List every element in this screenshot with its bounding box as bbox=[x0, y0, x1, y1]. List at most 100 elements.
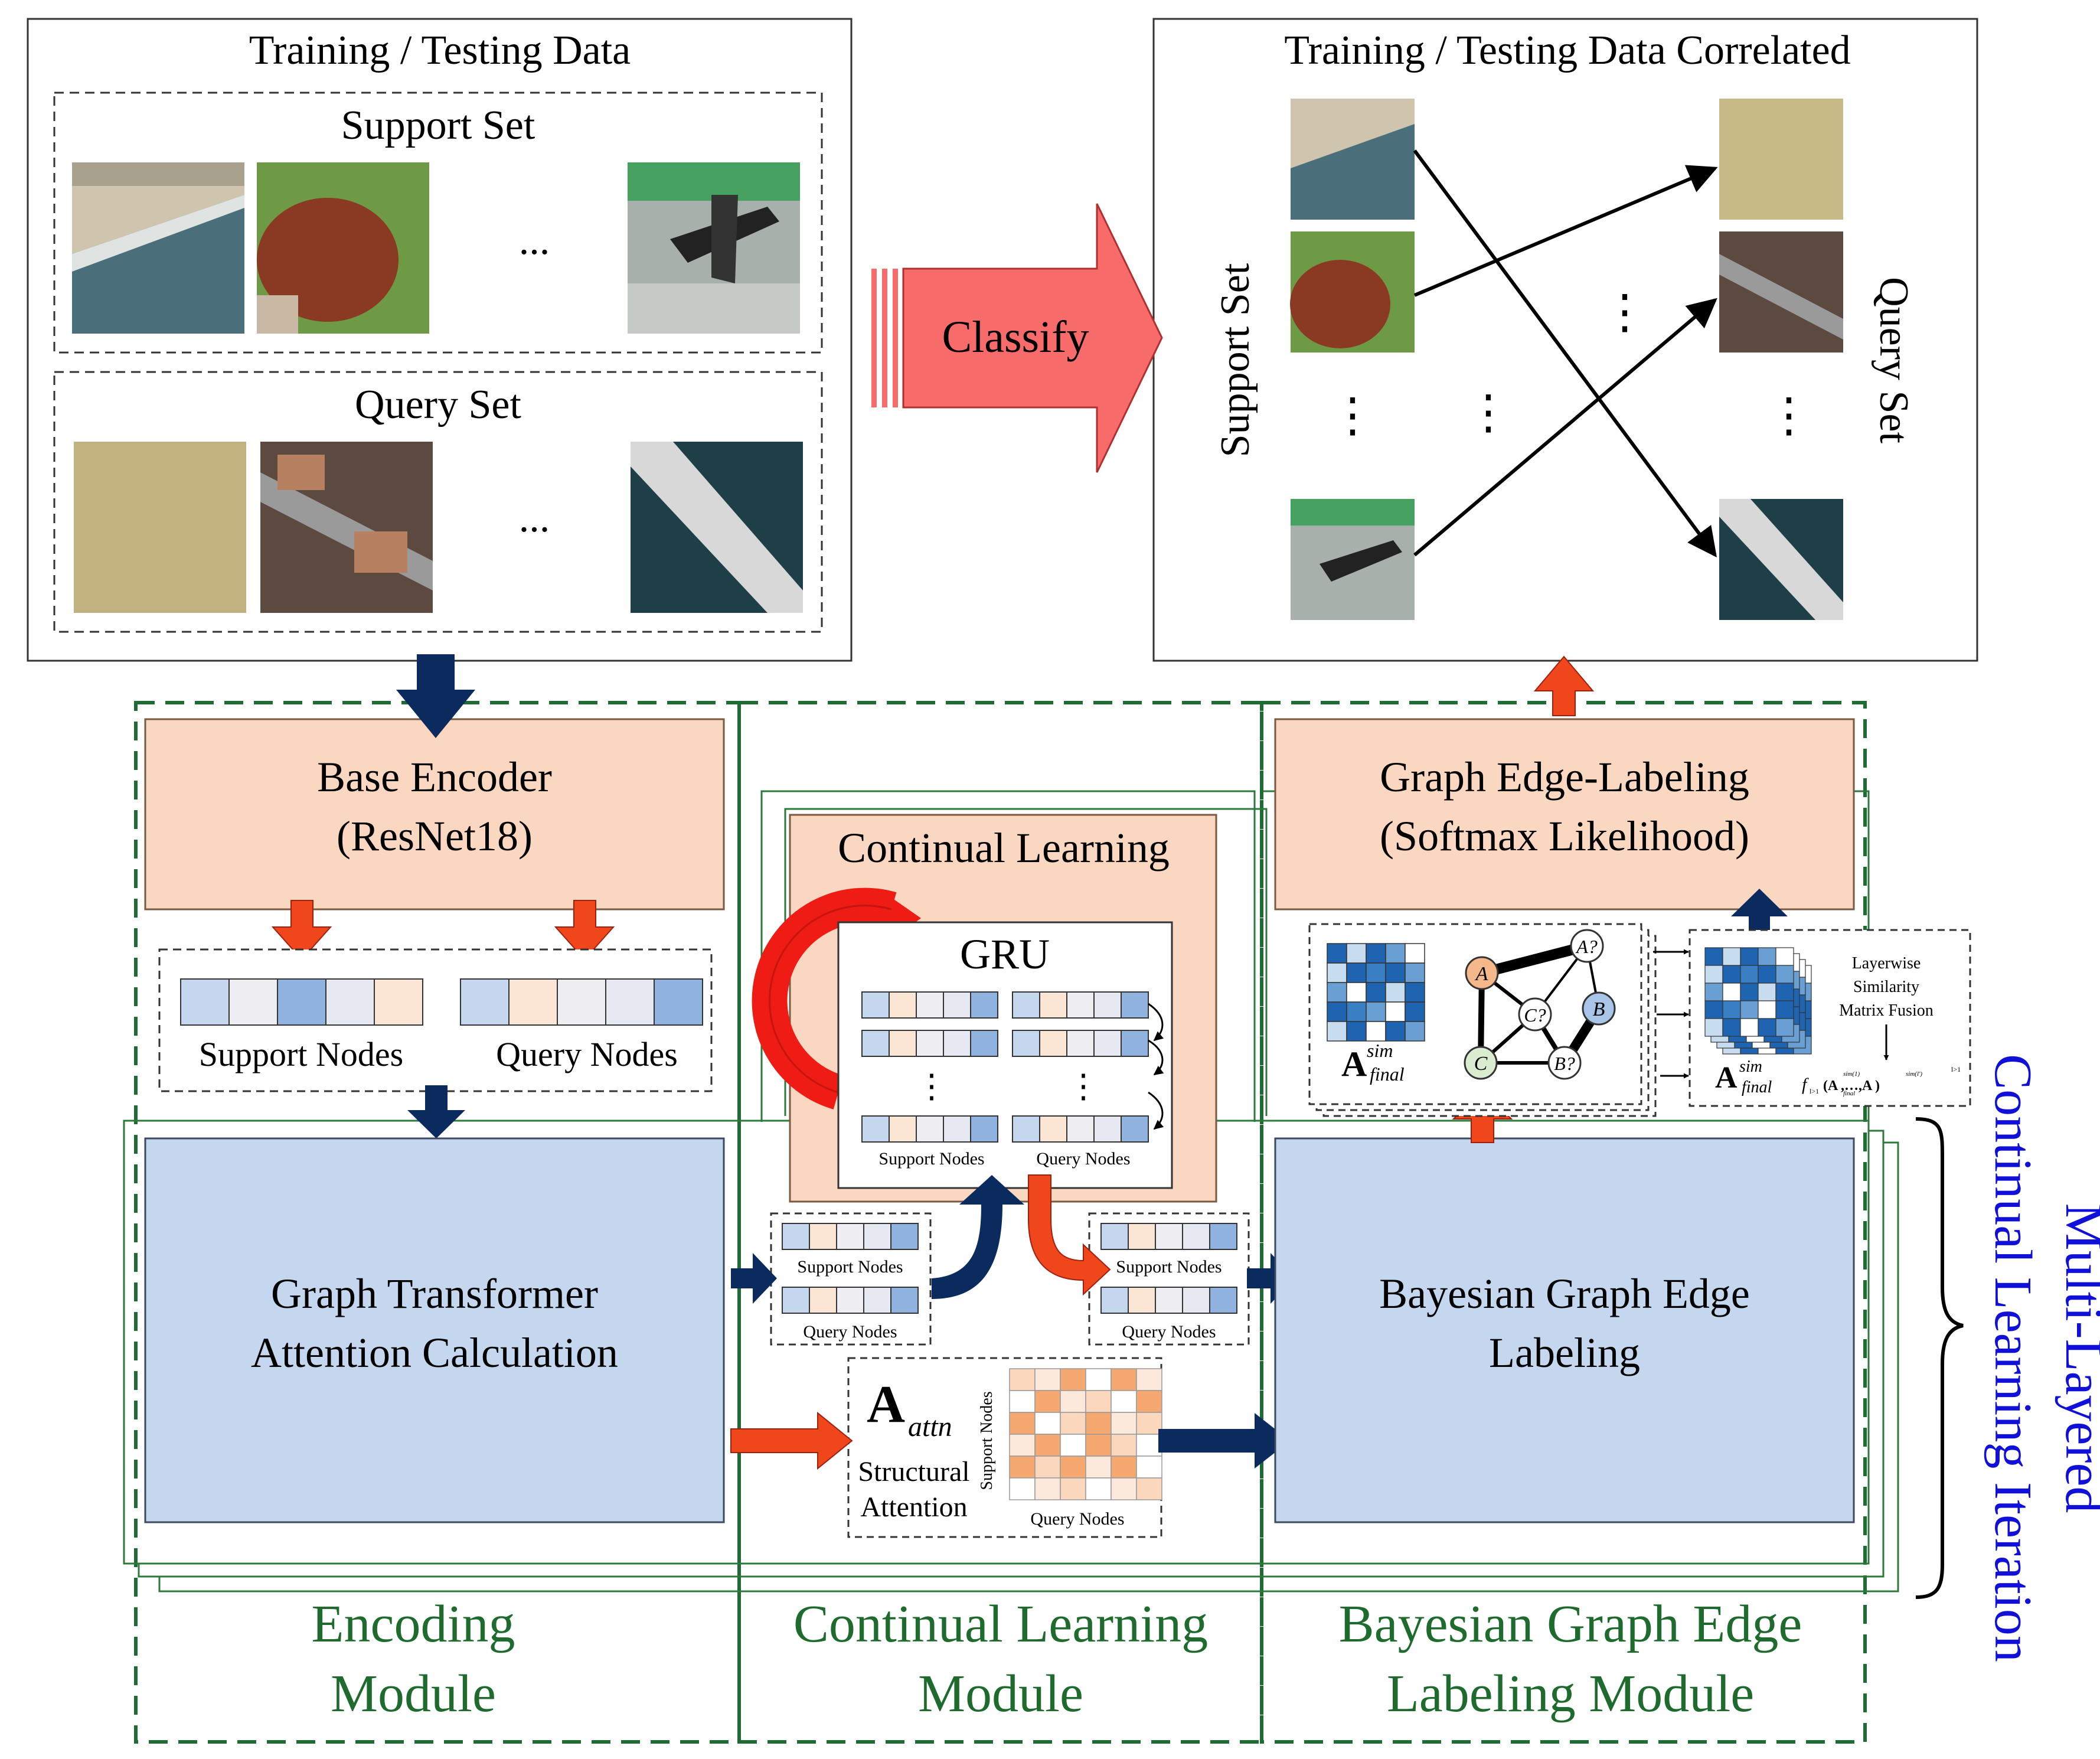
cl-right-support-label: Support Nodes bbox=[1116, 1257, 1222, 1277]
gru-support-cell bbox=[861, 991, 890, 1019]
gru-query-cell bbox=[1039, 991, 1067, 1019]
fusion-formula-sup2: sim(l') bbox=[1906, 1071, 1922, 1078]
encoding-module-label-1: Encoding bbox=[312, 1595, 515, 1653]
sim-cell bbox=[1405, 1021, 1425, 1042]
attention-cell bbox=[1085, 1412, 1112, 1435]
attention-cell bbox=[1009, 1456, 1036, 1479]
cl-right-support-cell bbox=[1155, 1223, 1183, 1250]
query-node-cell bbox=[605, 978, 655, 1026]
sim-cell bbox=[1366, 943, 1386, 964]
attention-cell bbox=[1111, 1412, 1137, 1435]
sim-cell bbox=[1385, 1001, 1406, 1022]
thumb-airplane bbox=[628, 162, 800, 334]
attention-cell bbox=[1136, 1390, 1162, 1413]
support-node-cell bbox=[228, 978, 278, 1026]
gru-support-cell bbox=[861, 1115, 890, 1143]
fusion-formula-body: (A ,…,A ) bbox=[1823, 1078, 1880, 1094]
sim-stack-cell bbox=[1722, 1018, 1741, 1037]
bayesian-module-label-1: Bayesian Graph Edge bbox=[1339, 1595, 1802, 1653]
gru-query-cell bbox=[1093, 1115, 1122, 1143]
query-ellipsis: ... bbox=[519, 495, 550, 541]
cl-right-query-cell bbox=[1128, 1287, 1156, 1314]
gru-query-label: Query Nodes bbox=[1036, 1149, 1130, 1169]
sim-stack-cell bbox=[1704, 1000, 1723, 1019]
cl-right-query-cell bbox=[1182, 1287, 1210, 1314]
cl-left-query-cell bbox=[863, 1287, 891, 1314]
sim-stack-cell bbox=[1722, 1000, 1741, 1019]
graph-node-a bbox=[1465, 956, 1499, 990]
sim-stack-cell bbox=[1758, 947, 1776, 966]
query-nodes-label: Query Nodes bbox=[496, 1035, 678, 1073]
gru-label: GRU bbox=[960, 931, 1050, 978]
cl-left-query-label: Query Nodes bbox=[803, 1322, 897, 1342]
sim-stack-cell bbox=[1775, 983, 1794, 1001]
gru-support-cell bbox=[916, 1030, 944, 1057]
support-set-title: Support Set bbox=[341, 103, 535, 148]
sim-cell bbox=[1366, 1021, 1386, 1042]
fusion-line1: Layerwise bbox=[1852, 954, 1921, 972]
attention-cell bbox=[1009, 1390, 1036, 1413]
attn-query-axis: Query Nodes bbox=[1030, 1509, 1124, 1529]
arrow-encoder-to-support-nodes bbox=[271, 900, 332, 961]
attention-cell bbox=[1085, 1434, 1112, 1457]
encoding-module-label-2: Module bbox=[331, 1665, 496, 1723]
sim-cell bbox=[1327, 943, 1347, 964]
continual-module-label-1: Continual Learning bbox=[793, 1595, 1208, 1653]
gru-query-cell bbox=[1012, 991, 1040, 1019]
sim-stack-cell bbox=[1758, 1018, 1776, 1037]
sim-cell bbox=[1346, 982, 1367, 1003]
correlated-support-label: Support Set bbox=[1213, 263, 1258, 457]
edge-a-aq bbox=[1480, 941, 1589, 978]
bayesian-line1: Bayesian Graph Edge bbox=[1379, 1270, 1750, 1317]
corr-arrow-airplane-residential bbox=[1413, 298, 1717, 557]
attention-cell bbox=[1060, 1477, 1086, 1500]
attention-cell bbox=[1060, 1390, 1086, 1413]
gru-node-rows bbox=[861, 991, 1149, 1143]
gru-curve-3 bbox=[1148, 1091, 1164, 1130]
sim-stack-cell bbox=[1775, 965, 1794, 984]
gru-query-cell bbox=[1066, 1115, 1095, 1143]
sim-cell bbox=[1346, 1001, 1367, 1022]
corr-thumb-desert bbox=[1719, 99, 1843, 220]
cl-right-query-label: Query Nodes bbox=[1122, 1322, 1216, 1342]
corr-arrow-beach-harbor bbox=[1413, 149, 1717, 558]
attention-cell bbox=[1111, 1456, 1137, 1479]
support-ellipsis: ... bbox=[519, 218, 550, 263]
attention-cell bbox=[1111, 1434, 1137, 1457]
gru-support-cell bbox=[916, 1115, 944, 1143]
cl-left-query-cell bbox=[809, 1287, 837, 1314]
support-node-cell bbox=[325, 978, 375, 1026]
corr-thumb-beach bbox=[1291, 99, 1415, 220]
thumb-desert bbox=[74, 442, 246, 613]
graph-box: A sim final A A? C? B C B? bbox=[1308, 923, 1657, 1117]
gru-query-cell bbox=[1012, 1115, 1040, 1143]
attention-matrix bbox=[1009, 1368, 1162, 1500]
sim-cell bbox=[1327, 982, 1347, 1003]
graph-node-cq-label: C? bbox=[1524, 1004, 1546, 1026]
sim-stack-cell bbox=[1704, 1018, 1723, 1037]
thumb-residential bbox=[260, 442, 433, 613]
sim-cell bbox=[1346, 962, 1367, 983]
corr-vdots-mid2: ⋮ bbox=[1601, 286, 1648, 338]
gru-support-cell bbox=[970, 1030, 998, 1057]
attn-symbol: A bbox=[867, 1375, 905, 1434]
attn-support-axis: Support Nodes bbox=[978, 1391, 996, 1490]
arrow-gru-to-cl-output bbox=[1028, 1174, 1111, 1296]
iteration-brace bbox=[1915, 1117, 1964, 1599]
attention-cell bbox=[1085, 1477, 1112, 1500]
graph-node-bq-label: B? bbox=[1554, 1053, 1575, 1074]
sim-cell bbox=[1366, 1001, 1386, 1022]
sim-stack-cell bbox=[1758, 983, 1776, 1001]
transformer-line2: Attention Calculation bbox=[251, 1329, 618, 1376]
sim-stack-cell bbox=[1775, 1000, 1794, 1019]
corr-vdots-query: ⋮ bbox=[1765, 390, 1812, 442]
graph-a-symbol: A bbox=[1341, 1045, 1367, 1084]
attention-cell bbox=[1034, 1390, 1061, 1413]
cl-right-query-cell bbox=[1100, 1287, 1129, 1314]
cl-left-query-cell bbox=[890, 1287, 919, 1314]
sim-cell bbox=[1327, 962, 1347, 983]
gru-vdots-right: ⋮ bbox=[1067, 1068, 1100, 1104]
cl-left-query-cell bbox=[836, 1287, 864, 1314]
sim-stack-cell bbox=[1758, 1000, 1776, 1019]
query-node-cell bbox=[460, 978, 510, 1026]
